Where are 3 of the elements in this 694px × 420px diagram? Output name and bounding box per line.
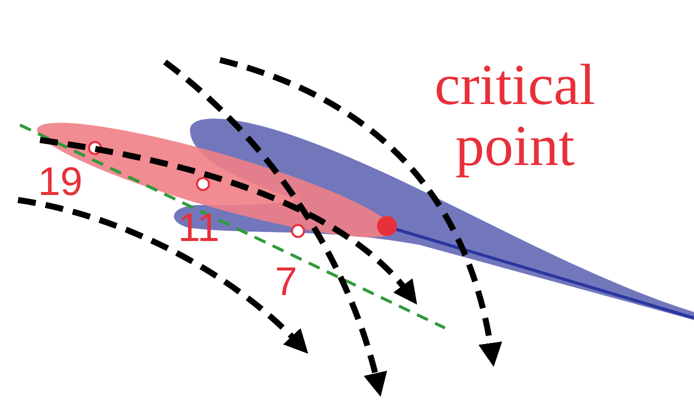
critical-point-label: critical point [433,55,596,177]
callout-number: 7 [275,262,298,302]
callout-number: 19 [38,162,82,202]
